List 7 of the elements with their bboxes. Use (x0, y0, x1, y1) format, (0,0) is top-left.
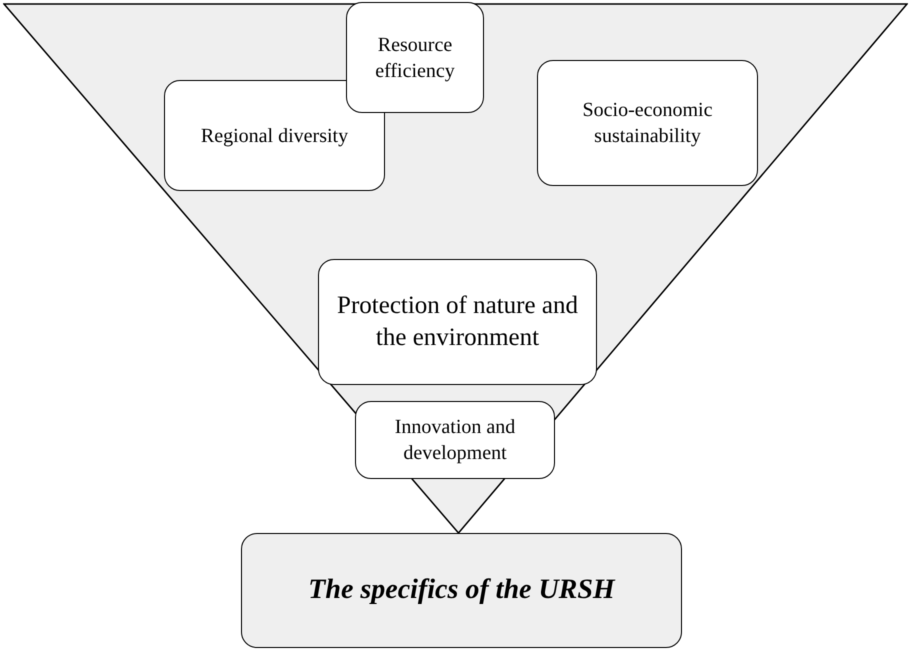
text-box: Socio-economic sustainability (537, 60, 758, 186)
text-box: The specifics of the URSH (241, 533, 682, 648)
text-box: Protection of nature and the environment (318, 259, 597, 385)
text-box: Innovation and development (355, 401, 555, 479)
text-box: Regional diversity (164, 80, 385, 191)
triangle-shape (3, 3, 908, 534)
text-box: Resource efficiency (346, 2, 484, 113)
